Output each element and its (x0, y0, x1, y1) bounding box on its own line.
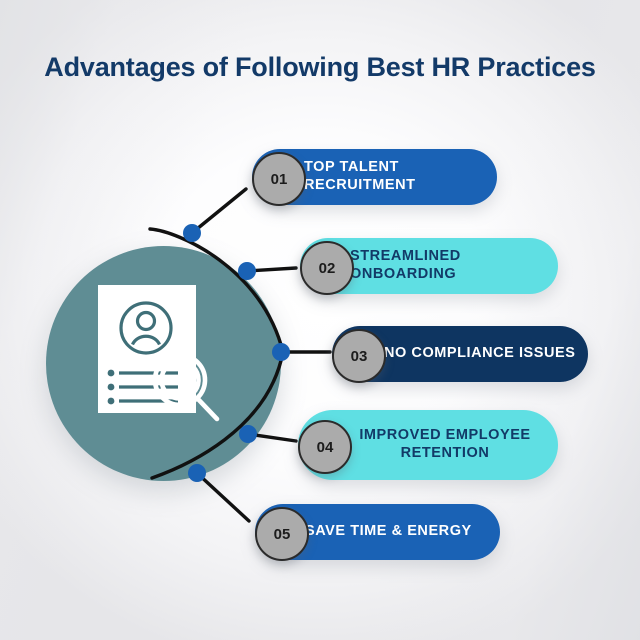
page-title: Advantages of Following Best HR Practice… (44, 52, 596, 82)
advantage-label-02: STREAMLINED ONBOARDING (350, 248, 461, 282)
advantage-label-04: IMPROVED EMPLOYEE RETENTION (359, 427, 531, 461)
advantage-label-03: NO COMPLIANCE ISSUES (384, 345, 576, 362)
advantage-badge-05[interactable]: 05 (255, 507, 309, 561)
advantage-item-04[interactable]: IMPROVED EMPLOYEE RETENTION 04 (298, 410, 558, 480)
advantage-label-05: SAVE TIME & ENERGY (305, 523, 472, 540)
advantage-item-02[interactable]: STREAMLINED ONBOARDING 02 (300, 238, 558, 295)
advantage-item-01[interactable]: TOP TALENT RECRUITMENT 01 (252, 149, 497, 206)
hr-resume-search-icon (98, 285, 220, 422)
advantage-badge-02[interactable]: 02 (300, 241, 354, 295)
advantage-item-03[interactable]: NO COMPLIANCE ISSUES 03 (332, 326, 588, 383)
advantage-badge-04[interactable]: 04 (298, 420, 352, 474)
advantage-badge-03[interactable]: 03 (332, 329, 386, 383)
connector-node-1 (183, 224, 201, 242)
advantage-badge-01[interactable]: 01 (252, 152, 306, 206)
advantage-label-01: TOP TALENT RECRUITMENT (304, 159, 416, 193)
advantage-item-05[interactable]: SAVE TIME & ENERGY 05 (255, 504, 500, 561)
